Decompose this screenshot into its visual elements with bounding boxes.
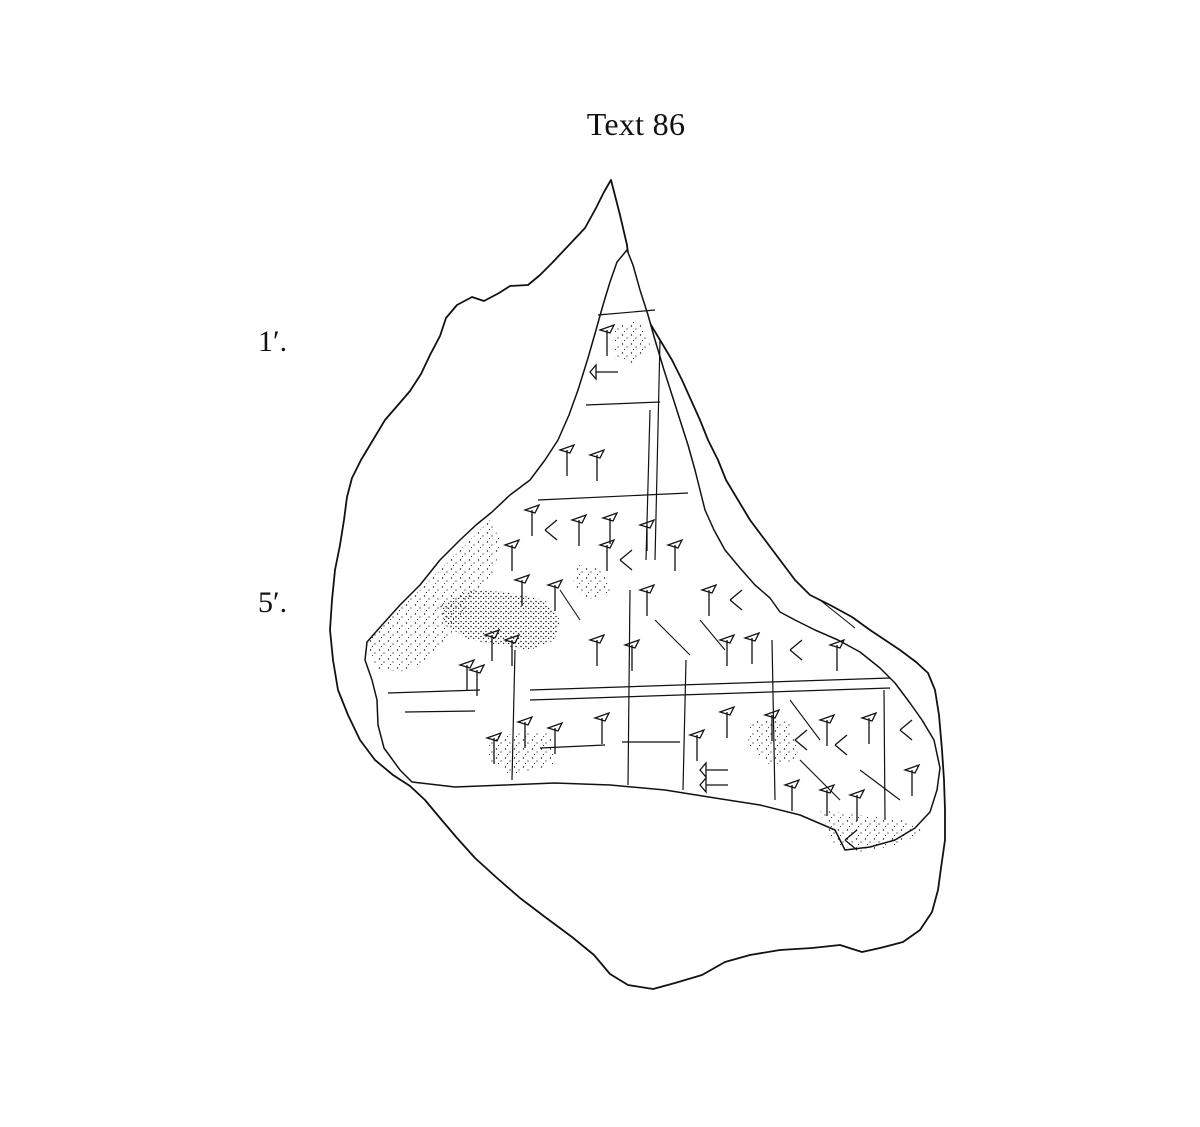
fragment-outline [329,179,946,990]
stipple-top [615,320,650,365]
ruling-lines [387,309,891,821]
figure-title: Text 86 [586,106,686,142]
line-number-5: 5′. [258,586,288,619]
stipple-left [365,520,500,672]
stipple-mid [572,565,610,600]
inscribed-surface [364,249,941,851]
stipple-lower [488,732,555,775]
diagonal-strokes [559,589,901,801]
line-number-1: 1′. [258,325,288,358]
stipple-dense [440,590,560,650]
